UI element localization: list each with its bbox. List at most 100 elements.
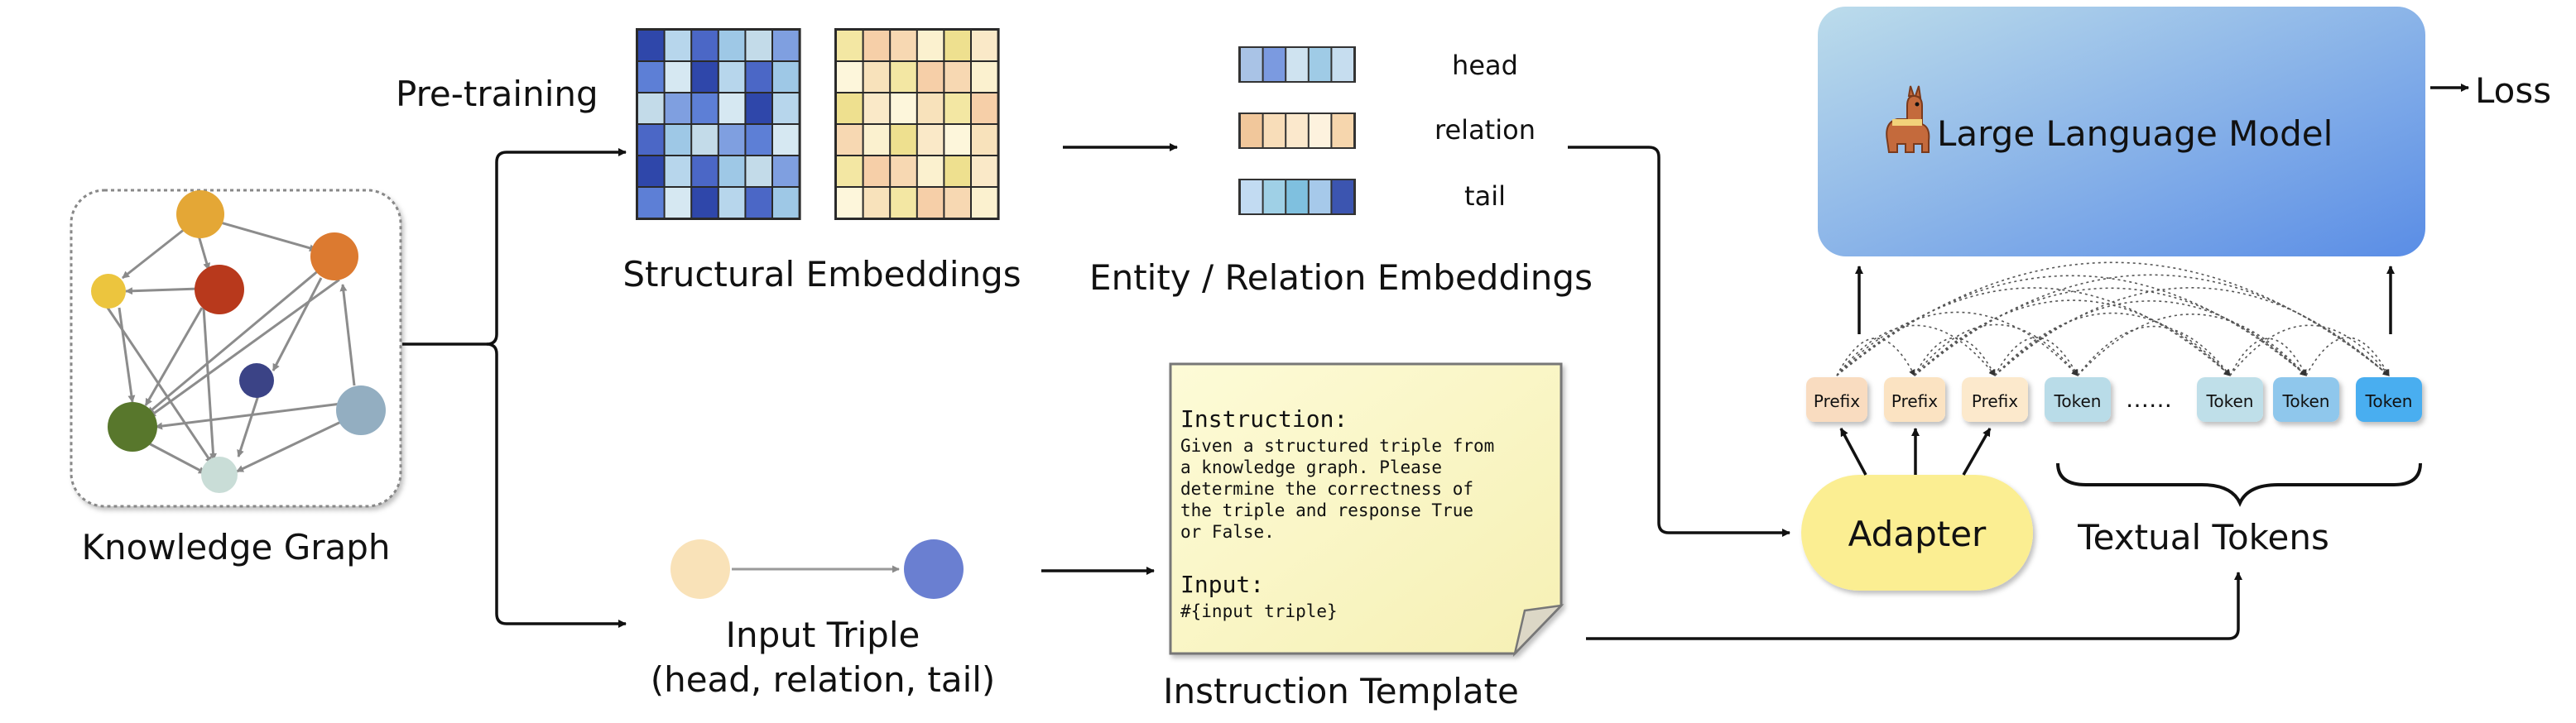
graph-node (336, 385, 386, 435)
embedding-cell (837, 62, 863, 92)
embedding-cell (837, 125, 863, 155)
embedding-matrix-yellow (834, 28, 1000, 220)
tail-entity-node (904, 539, 964, 599)
embedding-cell (665, 125, 691, 155)
embedding-cell (972, 93, 997, 123)
vector-cell (1263, 114, 1286, 147)
vector-cell (1263, 180, 1286, 213)
graph-edges (106, 215, 356, 475)
llama-icon (1886, 85, 1930, 153)
instruction-line: or False. (1180, 522, 1275, 542)
knowledge-graph: Knowledge Graph (70, 189, 402, 567)
embedding-cell (718, 93, 745, 123)
head-vector (1238, 46, 1356, 83)
input-triple-label: Input Triple (726, 615, 920, 655)
embedding-cell (863, 31, 890, 60)
instruction-template: Instruction: Given a structured triple f… (1163, 362, 1564, 711)
llm-block: Large Language Model (1818, 7, 2425, 256)
vector-cell (1309, 180, 1331, 213)
prefix-token: Prefix (1962, 377, 2028, 422)
relation-vector (1238, 113, 1356, 149)
note-folded-corner (1512, 604, 1564, 658)
embedding-cell (692, 156, 718, 186)
attention-arc (1994, 287, 2390, 376)
input-value: #{input triple} (1180, 601, 1338, 621)
embedding-cell (746, 62, 771, 92)
vector-cell (1263, 48, 1286, 81)
loss-label: Loss (2475, 70, 2551, 111)
instruction-line: Given a structured triple from (1180, 436, 1494, 456)
entity-relation-embeddings: head relation tail Entity / Relation Emb… (1089, 46, 1593, 298)
attention-arc (2077, 325, 2231, 376)
embedding-cell (638, 156, 664, 186)
embedding-cell (692, 31, 718, 60)
svg-text:Prefix: Prefix (1814, 391, 1860, 411)
embedding-cell (917, 93, 944, 123)
embedding-cell (638, 188, 664, 218)
embedding-cell (638, 93, 664, 123)
entity-relation-embeddings-label: Entity / Relation Embeddings (1089, 257, 1593, 298)
structural-embeddings: Structural Embeddings (622, 28, 1021, 294)
embedding-cell (863, 93, 890, 123)
embedding-cell (944, 156, 970, 186)
token-ellipsis: …… (2126, 385, 2172, 413)
embedding-cell (638, 62, 664, 92)
vector-cell (1332, 180, 1353, 213)
embedding-cell (863, 188, 890, 218)
attention-arc (1994, 312, 2231, 376)
arrow-to-adapter (1568, 146, 1790, 537)
embedding-cell (746, 125, 771, 155)
graph-node (176, 190, 224, 238)
attention-arc (2077, 314, 2307, 376)
input-triple: Input Triple (head, relation, tail) (651, 539, 995, 700)
instruction-line: a knowledge graph. Please (1180, 457, 1442, 477)
arrow-to-textual-tokens (1586, 572, 2242, 640)
vector-cell (1309, 114, 1331, 147)
embedding-cell (917, 188, 944, 218)
embedding-cell (746, 93, 771, 123)
vector-cell (1241, 48, 1262, 81)
vector-cell (1332, 114, 1353, 147)
instruction-line: the triple and response True (1180, 500, 1473, 520)
head-entity-node (670, 539, 730, 599)
instruction-line: determine the correctness of (1180, 479, 1473, 499)
embedding-cell (746, 156, 771, 186)
pretraining-label: Pre-training (396, 74, 598, 114)
svg-text:Prefix: Prefix (1972, 391, 2018, 411)
attention-arc (1914, 337, 1996, 376)
attention-arc (1914, 274, 2390, 376)
embedding-cell (837, 93, 863, 123)
embedding-cell (972, 188, 997, 218)
embedding-cell (773, 125, 799, 155)
prefix-token: Prefix (1806, 377, 1867, 422)
embedding-cell (972, 31, 997, 60)
structural-embeddings-label: Structural Embeddings (622, 254, 1021, 294)
embedding-cell (746, 31, 771, 60)
embedding-cell (944, 93, 970, 123)
attention-arc (2229, 324, 2390, 376)
embedding-cell (891, 31, 916, 60)
adapter: Adapter (1801, 428, 2033, 591)
branch-connector (402, 148, 627, 628)
text-token: Token (2197, 377, 2263, 422)
attention-arc (1836, 311, 2079, 376)
embedding-cell (837, 31, 863, 60)
embedding-cell (891, 62, 916, 92)
attention-arc (1994, 337, 2079, 376)
attention-arc (1836, 324, 1996, 376)
embedding-cell (863, 156, 890, 186)
embedding-cell (665, 62, 691, 92)
head-label: head (1452, 50, 1518, 81)
vector-cell (1309, 48, 1331, 81)
embedding-cell (891, 156, 916, 186)
embedding-cell (718, 62, 745, 92)
embedding-cell (773, 93, 799, 123)
llm-label: Large Language Model (1937, 113, 2333, 154)
embedding-cell (891, 188, 916, 218)
embedding-cell (773, 156, 799, 186)
token-sequence: Prefix Prefix Prefix Token …… Token Toke… (1806, 377, 2422, 422)
llm-box (1818, 7, 2425, 256)
instruction-heading: Instruction: (1180, 405, 1348, 433)
embedding-cell (972, 125, 997, 155)
embedding-cell (944, 62, 970, 92)
